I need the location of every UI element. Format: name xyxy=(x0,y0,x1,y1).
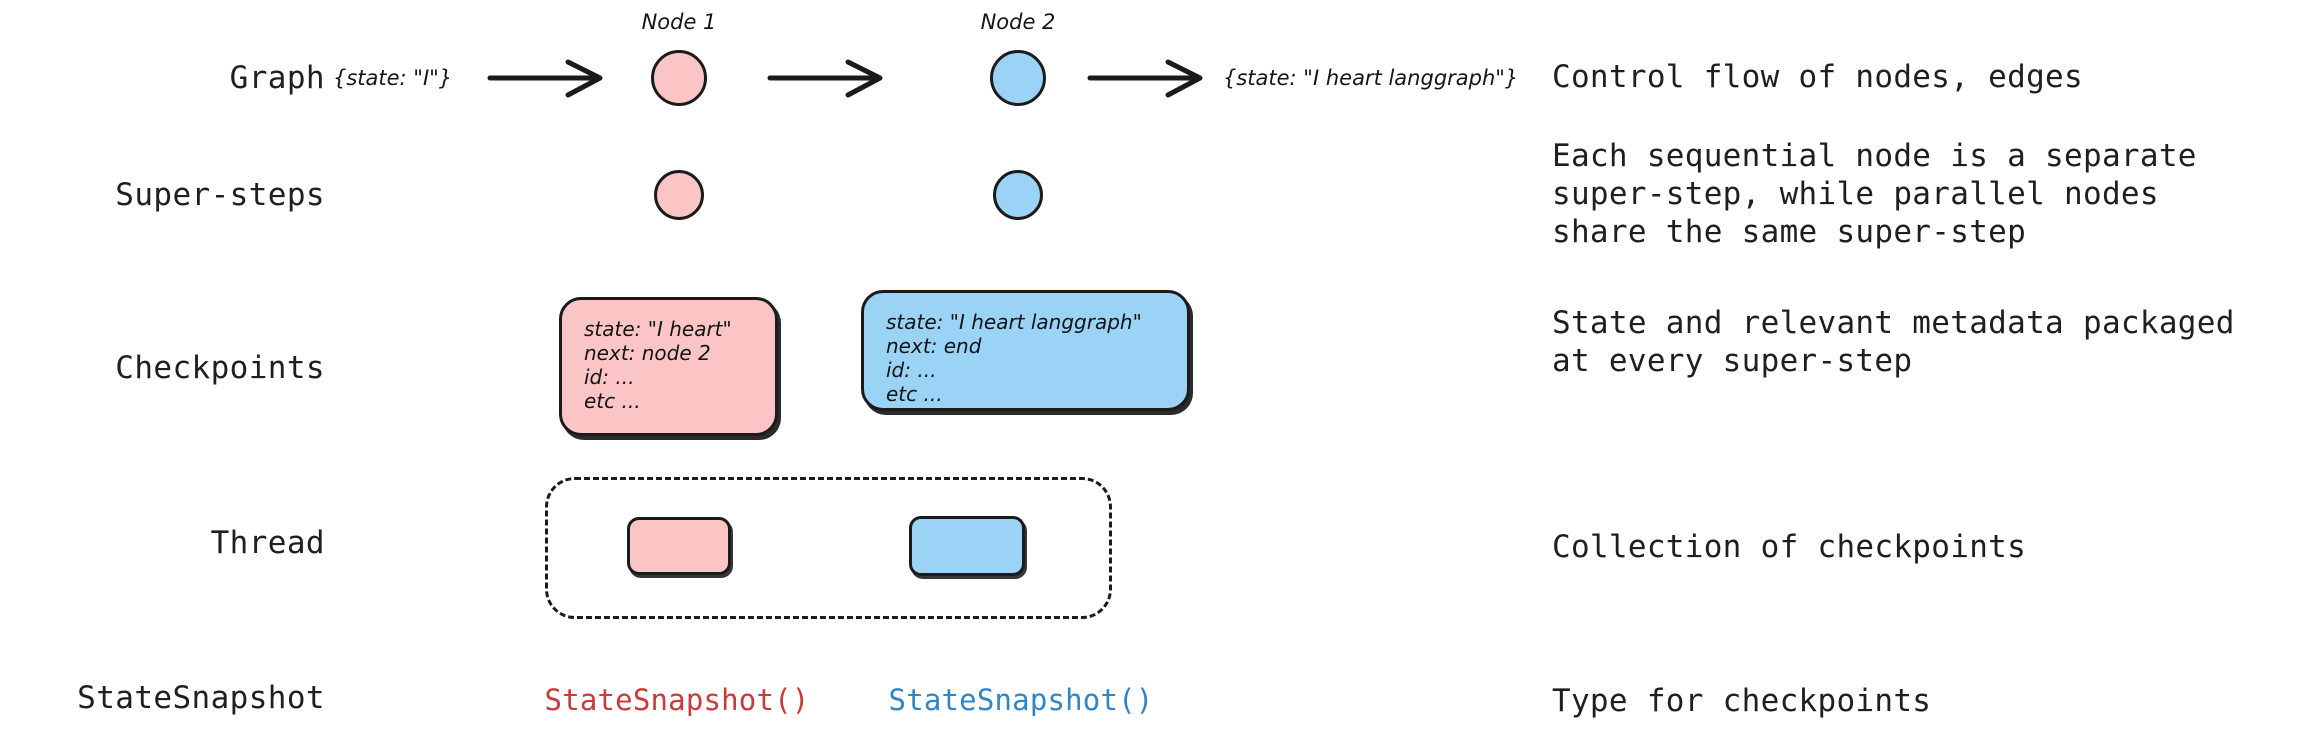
arrow-1 xyxy=(487,59,603,98)
node-2-title: Node 2 xyxy=(980,10,1056,34)
row-label-graph: Graph xyxy=(229,60,325,96)
row-label-super-steps: Super-steps xyxy=(115,177,325,213)
super-step-1-circle[interactable] xyxy=(654,170,704,220)
statesnapshot-label-pink: StateSnapshot() xyxy=(544,683,810,717)
statesnapshot-label-blue: StateSnapshot() xyxy=(888,683,1154,717)
arrow-2 xyxy=(767,59,883,98)
row-label-checkpoints: Checkpoints xyxy=(115,350,325,386)
row-label-statesnapshot: StateSnapshot xyxy=(77,680,325,716)
graph-node-2-circle[interactable] xyxy=(990,50,1046,106)
thread-checkpoint-chip-pink[interactable] xyxy=(627,517,731,575)
description-checkpoints: State and relevant metadata packaged at … xyxy=(1552,305,2235,379)
description-statesnapshot: Type for checkpoints xyxy=(1552,683,1932,719)
row-label-thread: Thread xyxy=(210,525,325,561)
description-graph: Control flow of nodes, edges xyxy=(1552,59,2083,95)
checkpoint-card-blue[interactable]: state: "I heart langgraph" next: end id:… xyxy=(861,290,1190,411)
description-super-steps: Each sequential node is a separate super… xyxy=(1552,138,2197,250)
graph-node-1-circle[interactable] xyxy=(651,50,707,106)
thread-container[interactable] xyxy=(545,477,1112,619)
arrow-3 xyxy=(1087,59,1203,98)
node-1-title: Node 1 xyxy=(641,10,717,34)
checkpoint-card-pink[interactable]: state: "I heart" next: node 2 id: ... et… xyxy=(559,297,778,436)
graph-input-state-label: {state: "I"} xyxy=(333,66,453,90)
graph-output-state-label: {state: "I heart langgraph"} xyxy=(1223,66,1519,90)
super-step-2-circle[interactable] xyxy=(993,170,1043,220)
thread-checkpoint-chip-blue[interactable] xyxy=(909,516,1025,576)
description-thread: Collection of checkpoints xyxy=(1552,529,2027,565)
